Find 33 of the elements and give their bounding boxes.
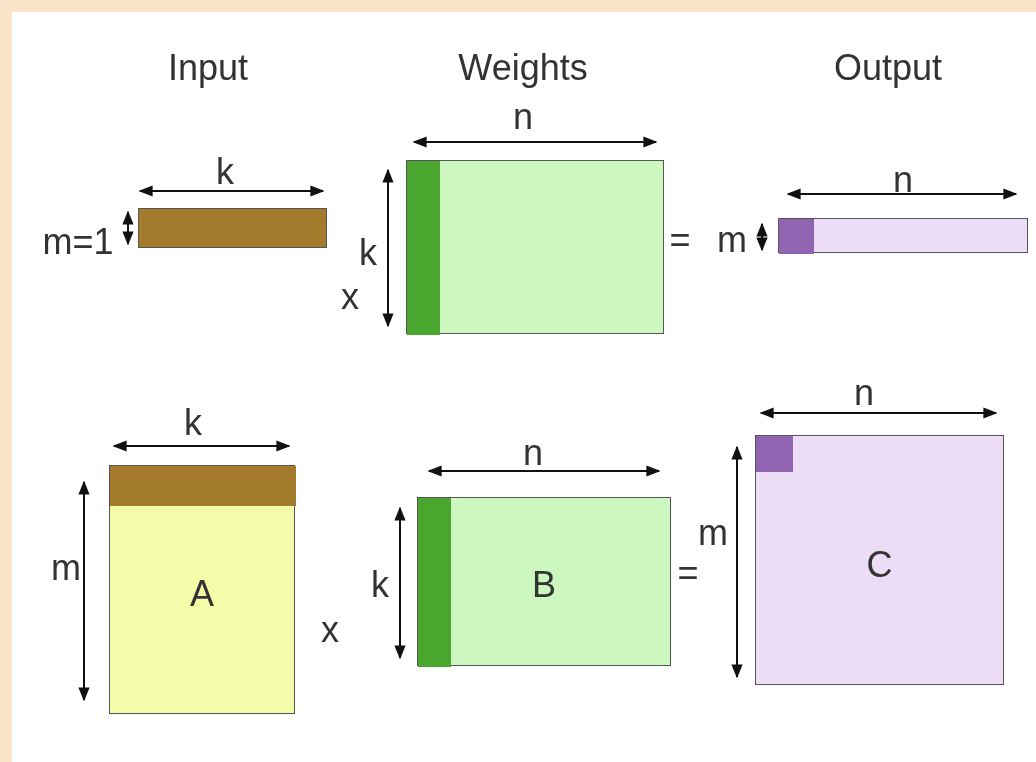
dimension-label: m — [51, 550, 81, 586]
equals-sign: = — [677, 555, 699, 591]
dimension-label: n — [513, 99, 533, 135]
dimension-label: n — [854, 375, 874, 411]
dimension-label: m — [717, 222, 747, 258]
dimension-label: k — [184, 405, 202, 441]
dimension-label: k — [216, 154, 234, 190]
column-heading: Weights — [458, 50, 588, 86]
highlighted-column — [407, 161, 440, 335]
dimension-label: k — [371, 567, 389, 603]
multiplication-sign: x — [321, 612, 339, 648]
multiplication-sign: x — [341, 279, 359, 315]
column-heading: Output — [833, 50, 943, 86]
highlighted-cell — [779, 219, 814, 254]
matrix — [109, 465, 295, 714]
dimension-label: n — [893, 162, 913, 198]
dimension-label: n — [523, 435, 543, 471]
matrix — [755, 435, 1004, 685]
matrix-label: C — [866, 546, 893, 583]
highlighted-cell — [756, 436, 793, 472]
highlighted-column — [418, 498, 451, 667]
input-row-vector — [138, 208, 327, 248]
matrix-label: A — [190, 576, 214, 613]
matrix-label: B — [532, 566, 556, 603]
dimension-label: m — [698, 515, 728, 551]
output-row-vector — [778, 218, 1028, 253]
matrix — [417, 497, 671, 666]
dimension-label: k — [359, 235, 377, 271]
column-heading: Input — [167, 50, 249, 86]
dimension-label: m=1 — [42, 224, 114, 260]
highlighted-row — [110, 466, 296, 506]
weight-matrix — [406, 160, 664, 334]
equals-sign: = — [669, 222, 691, 258]
